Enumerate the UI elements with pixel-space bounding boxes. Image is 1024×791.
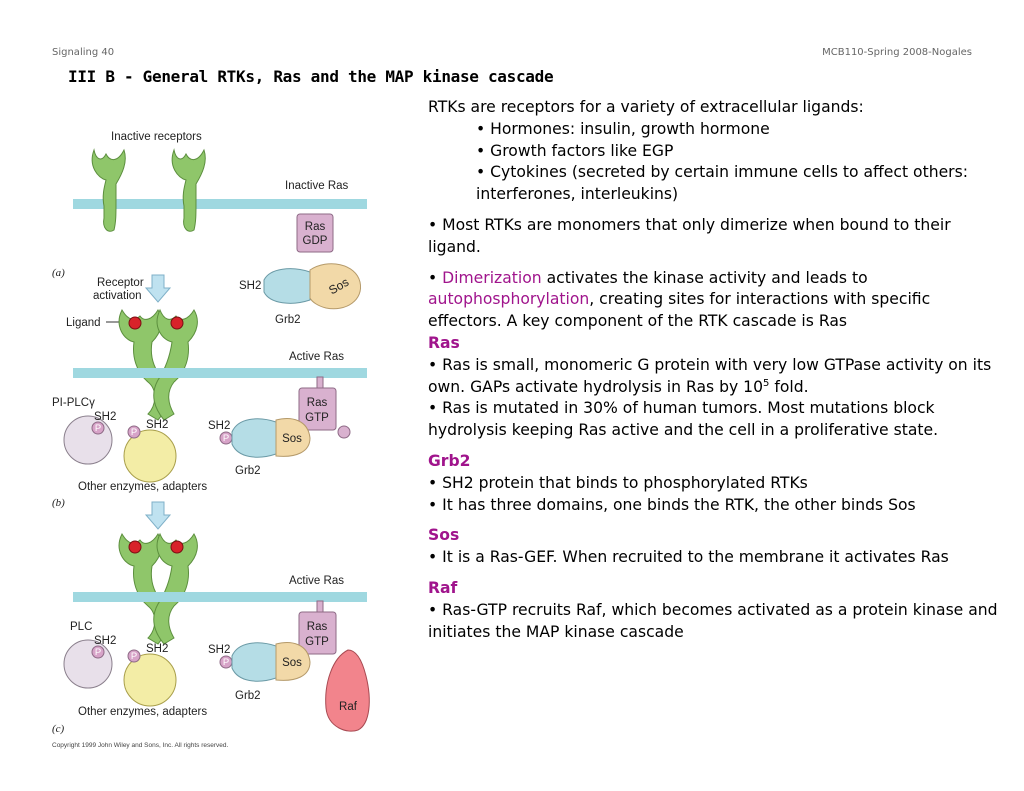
- active-receptor-dimer-c: [118, 532, 198, 645]
- plc-c: SH2 P: [63, 635, 116, 689]
- inactive-receptors-label: Inactive receptors: [111, 131, 202, 143]
- monomers-paragraph: • Most RTKs are monomers that only dimer…: [428, 215, 951, 256]
- ras-heading: Ras: [428, 333, 460, 352]
- svg-text:GTP: GTP: [305, 412, 329, 424]
- svg-text:Grb2: Grb2: [235, 465, 261, 477]
- grb2-bullet-1: • SH2 protein that binds to phosphorylat…: [428, 473, 808, 492]
- copyright-label: Copyright 1999 John Wiley and Sons, Inc.…: [52, 742, 229, 749]
- membrane-b: [73, 368, 367, 378]
- intro-line: RTKs are receptors for a variety of extr…: [428, 98, 864, 116]
- other-enzymes-label-c: Other enzymes, adapters: [78, 706, 207, 718]
- bullet-cytokines: • Cytokines (secreted by certain immune …: [476, 163, 968, 204]
- receptor-activation-line2: activation: [93, 290, 142, 302]
- grb2-bullet-2: • It has three domains, one binds the RT…: [428, 495, 916, 514]
- panel-c-label: (c): [52, 723, 65, 735]
- svg-text:P: P: [95, 647, 101, 658]
- adapter-c: SH2 P: [123, 643, 177, 707]
- pi-plcy-label: PI-PLCγ: [52, 397, 95, 409]
- slide-number: Signaling 40: [52, 47, 115, 58]
- svg-text:GTP: GTP: [305, 636, 329, 648]
- ras-gtp-b: Ras GTP: [298, 376, 351, 439]
- svg-text:Grb2: Grb2: [275, 314, 301, 326]
- adapter-b: SH2 P: [123, 419, 177, 483]
- svg-text:Ras: Ras: [305, 221, 326, 233]
- membrane-c: [73, 592, 367, 602]
- ligand-label: Ligand: [66, 317, 101, 329]
- ras-bullet-1: • Ras is small, monomeric G protein with…: [428, 355, 992, 396]
- grb2-sos-bound-c: SH2 P Sos Grb2: [208, 642, 311, 702]
- ras-gtp-c: Ras GTP: [298, 600, 337, 655]
- inactive-ras-label: Inactive Ras: [285, 180, 349, 192]
- slide-title: III B - General RTKs, Ras and the MAP ki…: [68, 67, 554, 86]
- other-enzymes-label-b: Other enzymes, adapters: [78, 481, 207, 493]
- inactive-receptor-right: [171, 148, 206, 232]
- grb2-sos-bound-b: SH2 P Sos Grb2: [208, 418, 311, 477]
- course-label: MCB110-Spring 2008-Nogales: [822, 47, 972, 58]
- dimerization-term: Dimerization: [442, 268, 542, 287]
- grb2-heading: Grb2: [428, 451, 471, 470]
- svg-text:SH2: SH2: [94, 411, 116, 423]
- raf-bullet-1: • Ras-GTP recruits Raf, which becomes ac…: [428, 600, 998, 641]
- raf: Raf: [325, 649, 370, 732]
- grb2-sos-free: SH2 Sos Grb2: [239, 263, 362, 326]
- svg-text:P: P: [131, 651, 137, 662]
- svg-text:SH2: SH2: [208, 644, 230, 656]
- svg-text:GDP: GDP: [303, 235, 328, 247]
- svg-text:P: P: [131, 427, 137, 438]
- svg-text:Ras: Ras: [307, 621, 328, 633]
- svg-text:SH2: SH2: [146, 643, 168, 655]
- active-receptor-dimer-b: [118, 308, 198, 421]
- dimerization-paragraph: • Dimerization activates the kinase acti…: [428, 268, 931, 331]
- active-ras-label-b: Active Ras: [289, 351, 344, 363]
- svg-text:P: P: [223, 433, 229, 444]
- slide-text: RTKs are receptors for a variety of extr…: [428, 97, 998, 643]
- ras-gdp: Ras GDP: [296, 213, 334, 253]
- autophosphorylation-term: autophosphorylation: [428, 290, 590, 309]
- panel-a-label: (a): [52, 267, 65, 279]
- svg-text:Raf: Raf: [339, 701, 358, 713]
- plc-b: SH2 P: [63, 411, 116, 465]
- svg-text:SH2: SH2: [208, 420, 230, 432]
- svg-text:Sos: Sos: [282, 657, 302, 669]
- svg-text:SH2: SH2: [239, 280, 261, 292]
- svg-text:SH2: SH2: [94, 635, 116, 647]
- down-arrow-b: [144, 501, 172, 530]
- panel-b-label: (b): [52, 497, 65, 509]
- svg-text:SH2: SH2: [146, 419, 168, 431]
- inactive-receptor-left: [91, 148, 126, 232]
- plc-label: PLC: [70, 621, 92, 633]
- svg-text:P: P: [95, 423, 101, 434]
- svg-text:Grb2: Grb2: [235, 690, 261, 702]
- svg-text:Sos: Sos: [282, 433, 302, 445]
- bullet-hormones: • Hormones: insulin, growth hormone: [476, 119, 770, 138]
- bullet-growth-factors: • Growth factors like EGP: [476, 141, 674, 160]
- raf-heading: Raf: [428, 578, 458, 597]
- ras-bullet-2: • Ras is mutated in 30% of human tumors.…: [428, 399, 939, 440]
- sos-heading: Sos: [428, 526, 460, 545]
- rtk-signaling-figure: Inactive receptors Inactive Ras Ras GDP …: [52, 131, 370, 749]
- svg-text:Ras: Ras: [307, 397, 328, 409]
- sos-bullet-1: • It is a Ras-GEF. When recruited to the…: [428, 548, 949, 567]
- svg-text:P: P: [223, 657, 229, 668]
- down-arrow-a: [144, 274, 172, 303]
- membrane-a: [73, 199, 367, 209]
- receptor-activation-line1: Receptor: [97, 277, 144, 289]
- active-ras-label-c: Active Ras: [289, 575, 344, 587]
